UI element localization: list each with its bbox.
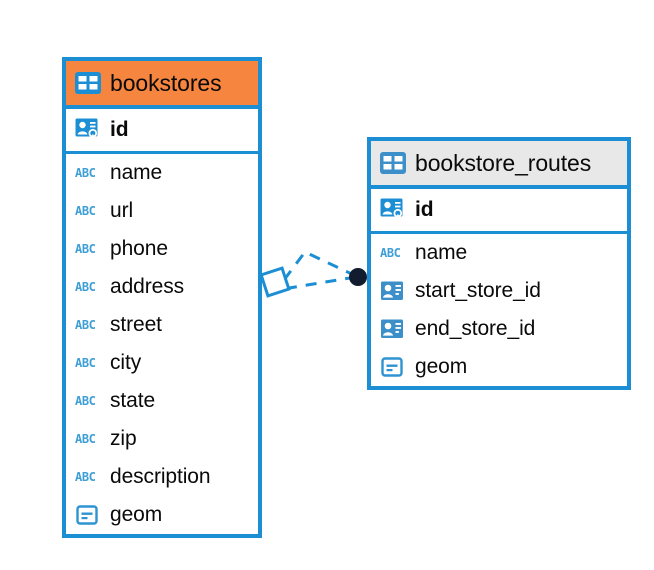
text-abc-icon: ABC: [380, 246, 406, 260]
field-row-bookstores-state[interactable]: ABC state: [66, 382, 258, 420]
text-abc-icon: ABC: [75, 166, 101, 180]
relationship-line-end-store-id: [282, 275, 357, 291]
foreign-key-icon: [380, 280, 406, 302]
text-abc-icon: ABC: [75, 204, 101, 218]
text-abc-icon: ABC: [75, 432, 101, 446]
field-row-bookstores-city[interactable]: ABC city: [66, 344, 258, 382]
svg-text:ABC: ABC: [75, 394, 96, 408]
field-label-bookstore-routes-geom: geom: [415, 355, 468, 378]
field-row-bookstore-routes-id[interactable]: id: [371, 189, 627, 234]
geometry-icon: [75, 504, 101, 526]
entity-title-bookstores: bookstores: [110, 69, 222, 96]
svg-text:ABC: ABC: [75, 470, 96, 484]
field-label-bookstores-url: url: [110, 199, 134, 222]
text-abc-icon: ABC: [75, 356, 101, 370]
filled-circle-marker: [349, 268, 367, 286]
field-label-bookstores-city: city: [110, 351, 142, 374]
svg-text:ABC: ABC: [75, 242, 96, 256]
svg-text:ABC: ABC: [75, 204, 96, 218]
field-row-bookstores-phone[interactable]: ABC phone: [66, 230, 258, 268]
field-row-bookstores-url[interactable]: ABC url: [66, 192, 258, 230]
entity-table-bookstore-routes[interactable]: bookstore_routes id: [367, 137, 631, 390]
table-icon: [380, 152, 406, 174]
primary-key-icon: [75, 118, 101, 142]
field-row-bookstore-routes-start-store-id[interactable]: start_store_id: [371, 272, 627, 310]
primary-key-icon: [380, 198, 406, 222]
field-label-bookstore-routes-start-store-id: start_store_id: [415, 279, 541, 302]
field-label-bookstore-routes-id: id: [415, 198, 434, 221]
svg-text:ABC: ABC: [380, 246, 401, 260]
svg-text:ABC: ABC: [75, 318, 96, 332]
field-row-bookstores-street[interactable]: ABC street: [66, 306, 258, 344]
field-label-bookstore-routes-end-store-id: end_store_id: [415, 317, 536, 340]
entity-table-bookstores[interactable]: bookstores id AB: [62, 57, 262, 538]
field-label-bookstores-street: street: [110, 313, 162, 336]
field-row-bookstores-address[interactable]: ABC address: [66, 268, 258, 306]
field-row-bookstores-zip[interactable]: ABC zip: [66, 420, 258, 458]
svg-text:ABC: ABC: [75, 166, 96, 180]
field-label-bookstore-routes-name: name: [415, 241, 468, 264]
table-icon: [75, 72, 101, 94]
foreign-key-icon: [380, 318, 406, 340]
text-abc-icon: ABC: [75, 280, 101, 294]
field-label-bookstores-id: id: [110, 118, 129, 141]
entity-title-bookstore-routes: bookstore_routes: [415, 149, 592, 176]
text-abc-icon: ABC: [75, 394, 101, 408]
relationship-line-start-store-id: [279, 250, 357, 285]
field-row-bookstore-routes-name[interactable]: ABC name: [371, 234, 627, 272]
text-abc-icon: ABC: [75, 242, 101, 256]
field-label-bookstores-geom: geom: [110, 503, 163, 526]
svg-text:ABC: ABC: [75, 356, 96, 370]
text-abc-icon: ABC: [75, 470, 101, 484]
field-label-bookstores-name: name: [110, 161, 163, 184]
svg-text:ABC: ABC: [75, 432, 96, 446]
entity-header-bookstores: bookstores: [66, 61, 258, 109]
geometry-icon: [380, 356, 406, 378]
field-row-bookstores-geom[interactable]: geom: [66, 496, 258, 534]
text-abc-icon: ABC: [75, 318, 101, 332]
entity-header-bookstore-routes: bookstore_routes: [371, 141, 627, 189]
field-label-bookstores-address: address: [110, 275, 185, 298]
field-row-bookstores-id[interactable]: id: [66, 109, 258, 154]
hollow-diamond-marker: [259, 266, 291, 298]
field-label-bookstores-state: state: [110, 389, 156, 412]
field-label-bookstores-zip: zip: [110, 427, 137, 450]
field-row-bookstore-routes-geom[interactable]: geom: [371, 348, 627, 386]
field-label-bookstores-description: description: [110, 465, 211, 488]
field-row-bookstore-routes-end-store-id[interactable]: end_store_id: [371, 310, 627, 348]
svg-text:ABC: ABC: [75, 280, 96, 294]
field-row-bookstores-description[interactable]: ABC description: [66, 458, 258, 496]
field-row-bookstores-name[interactable]: ABC name: [66, 154, 258, 192]
field-label-bookstores-phone: phone: [110, 237, 168, 260]
